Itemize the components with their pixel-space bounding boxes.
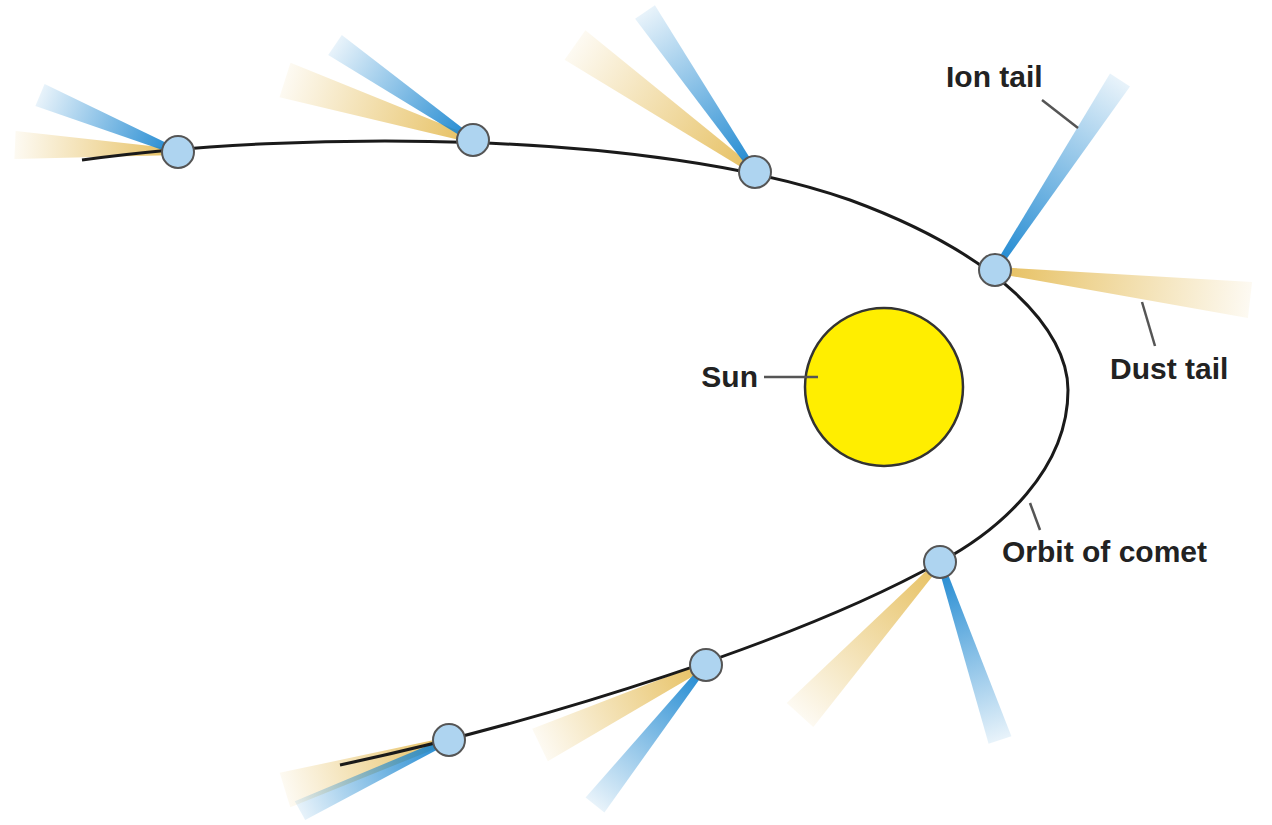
comet-head — [433, 724, 465, 756]
comet-head — [690, 649, 722, 681]
ion-tail — [35, 84, 179, 155]
comet-head — [457, 124, 489, 156]
label-box: Sun — [701, 360, 758, 394]
callout-label: Dust tail — [1110, 352, 1228, 386]
callout-label: Ion tail — [946, 60, 1043, 94]
dust-tails — [14, 30, 1252, 807]
ion-tail — [993, 73, 1131, 271]
comet-heads — [162, 124, 1011, 756]
ion-tail — [586, 663, 709, 812]
sun — [805, 308, 963, 466]
comet-head — [739, 156, 771, 188]
comet-head — [979, 254, 1011, 286]
ion-tail — [635, 5, 757, 174]
callout-label: Orbit of comet — [1002, 535, 1207, 569]
leader-line — [1142, 302, 1155, 346]
label-box: Dust tail — [1110, 352, 1228, 386]
leader-line — [1030, 503, 1040, 530]
comet-head — [162, 136, 194, 168]
label-box: Orbit of comet — [1002, 535, 1207, 569]
leader-line — [1042, 100, 1078, 128]
ion-tails — [35, 5, 1130, 820]
dust-tail — [532, 662, 707, 761]
callout-label: Sun — [701, 360, 758, 394]
label-box: Ion tail — [946, 60, 1043, 94]
ion-tail — [295, 737, 451, 820]
comet-head — [924, 546, 956, 578]
dust-tail — [787, 560, 943, 727]
comet-orbit — [82, 141, 1068, 765]
leader-lines — [764, 100, 1155, 530]
leader-line — [764, 376, 818, 379]
ion-tail — [328, 35, 475, 142]
ion-tail — [937, 561, 1011, 744]
